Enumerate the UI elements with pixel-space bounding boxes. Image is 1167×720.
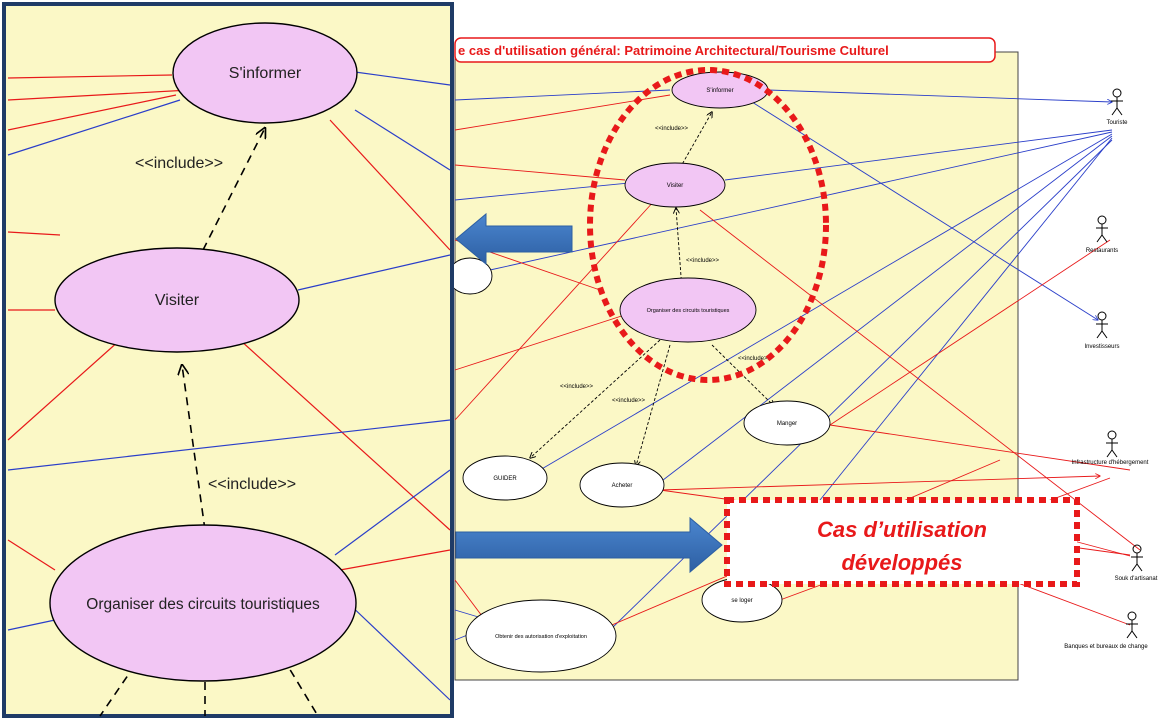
callout-line1: Cas d’utilisation <box>817 517 987 542</box>
overview-usecase-sinformer[interactable]: S'informer <box>671 71 769 109</box>
zoom-associations <box>7 71 451 701</box>
actor-infrastructure-label: Infrastructure d'hébergement <box>1072 460 1149 466</box>
overview-usecase-visiter[interactable]: Visiter <box>624 162 726 208</box>
overview-usecase-manger[interactable]: Manger <box>743 400 831 446</box>
zoom-include-label-1: <<include>> <box>135 155 223 172</box>
highlight-ellipse <box>587 67 829 383</box>
actor-souk[interactable] <box>1131 544 1143 572</box>
overview-usecase-organiser-label: Organiser des circuits touristiques <box>647 308 730 314</box>
zoom-include-label-2: <<include>> <box>208 476 296 493</box>
zoom-usecase-visiter-label: Visiter <box>155 292 200 309</box>
overview-includes <box>530 112 774 466</box>
overview-usecase-obtenir[interactable]: Obtenir des autorisation d'exploitation <box>465 599 617 673</box>
overview-usecase-manger-label: Manger <box>777 421 797 427</box>
overview-usecase-acheter-label: Acheter <box>612 483 633 489</box>
arrow-to-zoom <box>455 212 573 266</box>
actor-infrastructure[interactable] <box>1106 430 1118 458</box>
actor-restaurants-label: Restaurants <box>1086 248 1118 254</box>
actor-banques[interactable] <box>1126 611 1138 639</box>
include-label-small-5: <<include>> <box>738 356 772 362</box>
overview-usecase-obtenir-label: Obtenir des autorisation d'exploitation <box>495 634 587 640</box>
diagram-title-box <box>454 37 996 63</box>
actor-banques-label: Banques et bureaux de change <box>1064 644 1148 650</box>
callout-line2: développés <box>841 550 962 575</box>
zoom-usecase-sinformer-label: S'informer <box>229 65 302 82</box>
actor-touriste[interactable] <box>1111 88 1123 116</box>
overview-usecase-se-loger-label: se loger <box>731 598 752 604</box>
zoom-usecase-visiter[interactable]: Visiter <box>54 247 300 353</box>
callout-box <box>724 497 1080 587</box>
zoom-usecase-organiser[interactable]: Organiser des circuits touristiques <box>49 524 357 682</box>
include-label-small-2: <<include>> <box>686 258 720 264</box>
include-label-small-1: <<include>> <box>655 126 689 132</box>
overview-usecase-visiter-label: Visiter <box>667 183 684 189</box>
diagram-title: e cas d'utilisation général: Patrimoine … <box>458 43 889 58</box>
actor-investisseurs[interactable] <box>1096 311 1108 339</box>
overview-usecase-sinformer-label: S'informer <box>706 88 733 94</box>
actor-investisseurs-label: Investisseurs <box>1084 344 1119 350</box>
arrow-to-callout <box>455 516 723 574</box>
overview-usecase-acheter[interactable]: Acheter <box>579 462 665 508</box>
overview-usecase-guider[interactable]: GUIDER <box>462 455 548 501</box>
include-label-small-4: <<include>> <box>612 398 646 404</box>
overview-usecase-guider-label: GUIDER <box>493 476 517 482</box>
overview-usecase-organiser[interactable]: Organiser des circuits touristiques <box>619 277 757 343</box>
zoom-usecase-sinformer[interactable]: S'informer <box>172 22 358 124</box>
actor-touriste-label: Touriste <box>1106 120 1128 126</box>
zoom-usecase-organiser-label: Organiser des circuits touristiques <box>86 596 320 613</box>
actor-souk-label: Souk d'artisanat <box>1115 576 1158 582</box>
overview-usecase-se-loger[interactable]: se loger <box>701 577 783 623</box>
include-label-small-3: <<include>> <box>560 384 594 390</box>
actor-restaurants[interactable] <box>1096 215 1108 243</box>
